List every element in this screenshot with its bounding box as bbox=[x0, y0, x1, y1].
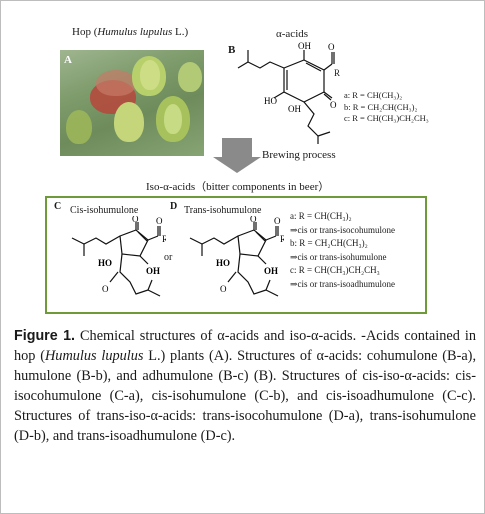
c-o2-label: O bbox=[156, 216, 163, 226]
oh-top-label: OH bbox=[298, 41, 311, 51]
iso-r-group-a: a: R = CH(CH₃)₂ bbox=[290, 211, 352, 221]
brewing-process-label: Brewing process bbox=[262, 149, 336, 161]
caption-italic: Humulus lupulus bbox=[44, 348, 144, 364]
panel-b-letter: B bbox=[228, 44, 236, 56]
r-group-b: b: R = CH₂CH(CH₃)₂ bbox=[344, 101, 418, 112]
ho-label: HO bbox=[264, 96, 277, 106]
r-label: R bbox=[334, 68, 341, 78]
panel-d-name: Trans-isohumulone bbox=[184, 205, 262, 216]
c-o3-label: O bbox=[102, 284, 109, 294]
alpha-acid-structure: OH O HO OH O bbox=[237, 41, 337, 144]
d-ho-label: HO bbox=[216, 258, 230, 268]
hop-photo bbox=[60, 50, 204, 156]
o-bottom-label: O bbox=[330, 100, 337, 110]
figure-label: Figure 1. bbox=[14, 328, 76, 344]
c-oh-label: OH bbox=[146, 266, 160, 276]
d-o2-label: O bbox=[274, 216, 281, 226]
panel-a-letter: A bbox=[64, 54, 72, 66]
alpha-r-groups: a: R = CH(CH₃)₂ b: R = CH₂CH(CH₃)₂ c: R … bbox=[344, 90, 429, 125]
trans-isohumulone-structure: O O R HO OH O bbox=[189, 216, 284, 297]
iso-r-group-b-result: ⇒cis or trans-isohumulone bbox=[290, 251, 387, 262]
r-group-c: c: R = CH(CH₃)CH₂CH₃ bbox=[344, 113, 429, 123]
cis-isohumulone-structure: O O R HO OH O bbox=[71, 216, 166, 297]
caption-text-2: L.) plants (A). Structures of α-acids: c… bbox=[14, 348, 477, 444]
iso-r-group-c-result: ⇒cis or trans-isoadhumulone bbox=[290, 278, 396, 289]
c-r-label: R bbox=[162, 234, 166, 244]
caption-text-1: Chemical structures of α-acids and iso-α… bbox=[14, 328, 476, 364]
iso-r-group-c: c: R = CH(CH₃)CH₂CH₃ bbox=[290, 265, 380, 275]
brewing-arrow-head bbox=[213, 157, 261, 173]
d-o-label: O bbox=[250, 216, 257, 224]
iso-r-group-b: b: R = CH₂CH(CH₃)₂ bbox=[290, 238, 368, 248]
d-r-label: R bbox=[280, 234, 284, 244]
d-oh-label: OH bbox=[264, 266, 278, 276]
c-o-label: O bbox=[132, 216, 139, 224]
panel-c-letter: C bbox=[54, 201, 62, 212]
iso-acids-title: Iso-α-acids（bitter components in beer） bbox=[146, 181, 330, 193]
brewing-arrow-shaft bbox=[222, 138, 252, 158]
or-label: or bbox=[164, 252, 173, 263]
iso-r-groups: a: R = CH(CH₃)₂ ⇒cis or trans-isocohumul… bbox=[290, 210, 395, 291]
panel-a-title: Hop (Humulus lupulus L.) bbox=[72, 26, 189, 38]
panel-b-title: α-acids bbox=[276, 28, 309, 40]
figure-caption: Figure 1. Chemical structures of α-acids… bbox=[14, 326, 476, 446]
panel-c-name: Cis-isohumulone bbox=[70, 205, 139, 216]
c-ho-label: HO bbox=[98, 258, 112, 268]
iso-r-group-a-result: ⇒cis or trans-isocohumulone bbox=[290, 224, 396, 235]
iso-acids-panel bbox=[45, 196, 427, 314]
r-group-a: a: R = CH(CH₃)₂ bbox=[344, 90, 403, 100]
o-top-label: O bbox=[328, 42, 335, 52]
panel-d-letter: D bbox=[170, 201, 178, 212]
oh-label: OH bbox=[288, 104, 301, 114]
d-o3-label: O bbox=[220, 284, 227, 294]
